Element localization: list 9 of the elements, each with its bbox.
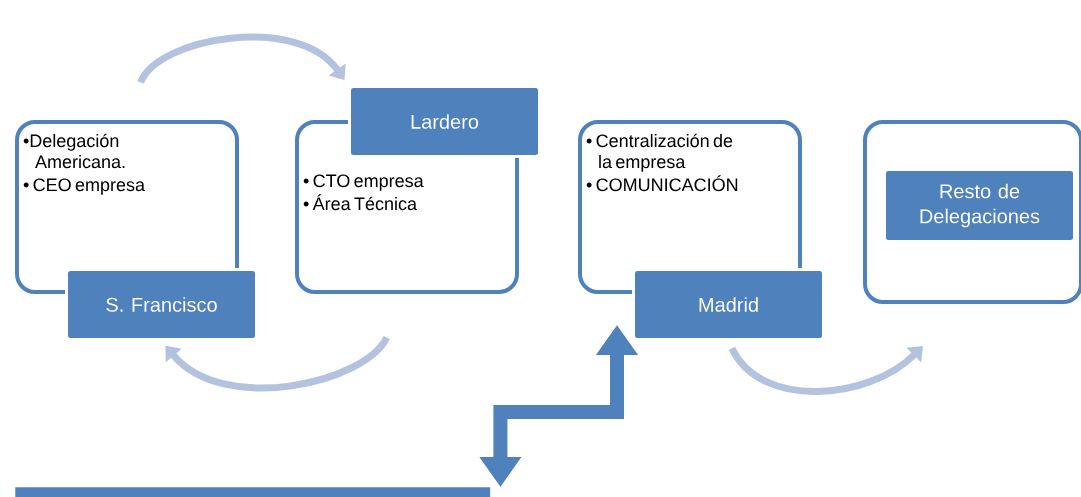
label-box: Resto de Delegaciones [883, 168, 1076, 243]
curved-arrow [137, 33, 346, 85]
curved-arrow [728, 346, 923, 396]
bar [15, 487, 491, 497]
label-box: Lardero [348, 85, 541, 158]
label-box: Madrid [632, 268, 825, 341]
label-box: S. Francisco [65, 268, 258, 341]
curved-arrow [165, 335, 390, 392]
rounded-box [863, 120, 1081, 304]
